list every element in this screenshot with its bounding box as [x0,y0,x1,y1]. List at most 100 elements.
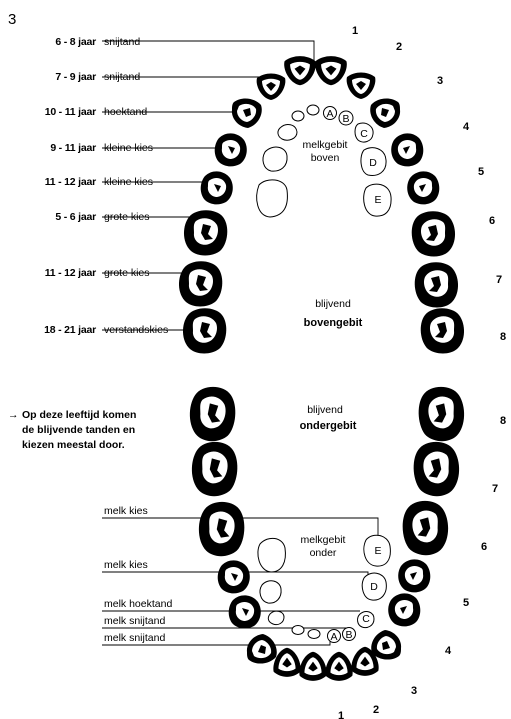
lower-milk-title-1: melkgebit [301,534,346,546]
upper-milk-tooth-e [363,183,392,217]
upper-milk-title-1: melkgebit [303,139,348,151]
upper-milk-molar-left-2 [256,179,288,218]
note-line-2: de blijvende tanden en [22,424,135,436]
upper-tooth-7: grote kies [104,267,150,279]
lower-milk-tooth-a [327,629,341,643]
note-line-1: Op deze leeftijd komen [22,409,136,421]
upper-tooth-right-4 [391,133,424,167]
upper-tooth-left-5 [200,171,233,205]
upper-age-5: 11 - 12 jaar [45,176,96,188]
lower-tooth-left-4 [228,595,261,629]
upper-tooth-left-6 [183,210,228,256]
lower-number-4: 4 [445,645,452,657]
lower-tooth-left-7 [191,441,238,497]
lower-number-1: 1 [338,710,344,719]
lower-number-3: 3 [411,685,417,697]
upper-tooth-5: kleine kies [104,176,153,188]
upper-tooth-3: hoektand [104,106,147,118]
lower-tooth-right-5 [398,559,431,593]
upper-number-4: 4 [463,121,470,133]
upper-milk-tooth-d [360,147,387,176]
note-arrow: → [8,409,19,421]
upper-tooth-right-3 [370,98,401,128]
lower-number-5: 5 [463,597,469,609]
upper-tooth-2: snijtand [104,71,140,83]
lower-milk-tooth-b [342,627,356,641]
upper-age-2: 7 - 9 jaar [55,71,96,83]
lower-milk-incisor-left-2 [291,625,305,635]
eruption-note: → Op deze leeftijd komen de blijvende ta… [8,409,136,451]
upper-number-6: 6 [489,215,495,227]
upper-milk-tooth-c [354,122,374,143]
upper-letter-b: B [342,113,349,125]
upper-tooth-left-4 [214,133,247,167]
upper-age-4: 9 - 11 jaar [50,142,96,154]
upper-age-6: 5 - 6 jaar [55,211,96,223]
lower-milk-molar-left-2 [259,580,282,604]
lower-label-3: melk hoektand [104,598,172,610]
upper-tooth-4: kleine kies [104,142,153,154]
lower-number-7: 7 [492,483,498,495]
upper-arch-title-2: bovengebit [304,317,363,329]
lower-letter-a: A [330,631,337,643]
upper-tooth-right-2 [346,72,376,99]
lower-tooth-numbers: 8 7 6 5 4 3 2 1 [338,415,506,719]
lower-milk-molar-left-1 [257,537,286,573]
upper-age-7: 11 - 12 jaar [45,267,96,279]
lower-letter-e: E [374,545,381,557]
upper-tooth-right-8 [420,308,465,354]
lower-arch-title-2: ondergebit [300,420,357,432]
upper-tooth-1: snijtand [104,36,140,48]
lower-letter-c: C [362,613,370,625]
upper-tooth-left-7 [178,261,223,307]
upper-tooth-right-1 [315,56,347,86]
lower-tooth-right-1 [325,651,353,681]
upper-milk-molar-left-1 [262,146,288,172]
lower-number-8: 8 [500,415,506,427]
upper-age-3: 10 - 11 jaar [45,106,96,118]
lower-tooth-right-6 [402,500,449,556]
upper-tooth-right-5 [407,171,440,205]
upper-number-1: 1 [352,25,358,37]
upper-milk-letters: A B C D E [326,108,381,206]
lower-tooth-left-6 [198,501,245,557]
upper-number-2: 2 [396,41,402,53]
upper-tooth-right-7 [414,262,459,308]
upper-tooth-left-1 [284,56,316,86]
lower-tooth-right-7 [413,441,460,497]
lower-arch-title-1: blijvend [307,404,343,416]
lower-milk-canine-left [267,610,285,626]
upper-age-8: 18 - 21 jaar [44,324,96,336]
lower-label-4: melk snijtand [104,615,165,627]
upper-tooth-8: verstandskies [104,324,168,336]
lower-milk-tooth-c [357,611,375,629]
upper-letter-d: D [369,157,377,169]
upper-milk-canine-left [277,124,298,141]
lower-milk-teeth [257,534,391,643]
upper-letter-a: A [326,108,333,120]
upper-milk-incisor-left-2 [291,110,305,122]
lower-letter-d: D [370,581,378,593]
lower-labels: melk kies melk kies melk hoektand melk s… [104,505,172,644]
lower-tooth-right-3 [371,630,402,660]
lower-tooth-left-2 [273,647,301,677]
upper-number-5: 5 [478,166,484,178]
upper-tooth-6: grote kies [104,211,150,223]
corner-mark: 3 [8,11,16,28]
upper-milk-tooth-a [323,106,337,120]
upper-number-3: 3 [437,75,443,87]
upper-letter-c: C [360,128,368,140]
lower-number-2: 2 [373,704,379,716]
upper-milk-title-2: boven [311,152,340,164]
upper-age-1: 6 - 8 jaar [55,36,96,48]
upper-milk-incisor-left-1 [306,104,320,116]
lower-tooth-left-8 [189,386,236,442]
upper-tooth-left-8 [182,308,227,354]
lower-tooth-left-1 [299,651,327,681]
lower-milk-tooth-d [361,572,387,601]
upper-number-8: 8 [500,331,506,343]
lower-tooth-right-4 [388,593,421,627]
lower-milk-letters: E D C B A [330,545,381,643]
upper-milk-teeth [256,104,392,218]
